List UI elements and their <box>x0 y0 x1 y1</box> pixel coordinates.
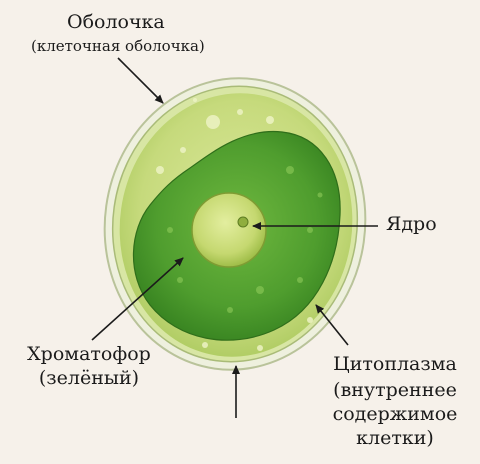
cytoplasm-subtitle-1: (внутреннее <box>333 379 457 401</box>
nucleus <box>191 192 267 268</box>
arrow-chromatophore <box>91 257 184 341</box>
chromatophore-title: Хроматофор <box>27 343 151 365</box>
membrane-subtitle: (клеточная оболочка) <box>31 37 205 55</box>
arrow-membrane <box>117 57 164 104</box>
arrow-cytoplasm <box>315 304 349 346</box>
cytoplasm-subtitle-2: содержимое <box>332 403 458 425</box>
nucleolus <box>237 216 249 228</box>
membrane-title: Оболочка <box>67 11 165 33</box>
chromatophore-subtitle: (зелёный) <box>38 367 140 389</box>
cytoplasm-subtitle-3: клетки) <box>356 427 434 449</box>
chromatophore-granules <box>167 166 323 313</box>
cytoplasm-title: Цитоплазма <box>333 353 457 375</box>
nucleus-label: Ядро <box>386 213 437 235</box>
